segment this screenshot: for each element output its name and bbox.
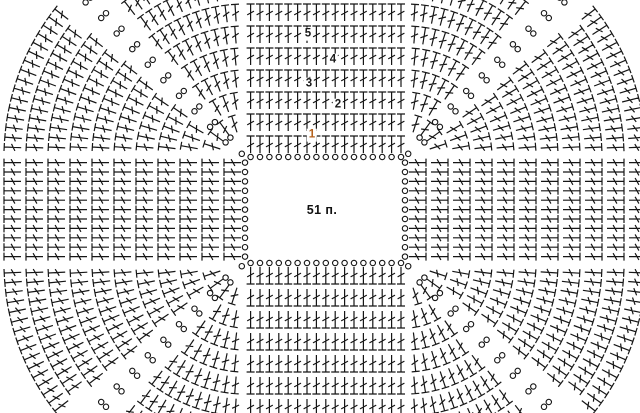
round-number-2: 2	[332, 98, 344, 112]
chain-circles-path	[82, 0, 568, 410]
round-number-4: 4	[327, 53, 339, 67]
center-stitch-count-label: 51 п.	[303, 203, 341, 217]
round-number-1: 1	[306, 128, 318, 142]
round-number-3: 3	[303, 77, 315, 91]
round-number-5: 5	[302, 27, 314, 41]
